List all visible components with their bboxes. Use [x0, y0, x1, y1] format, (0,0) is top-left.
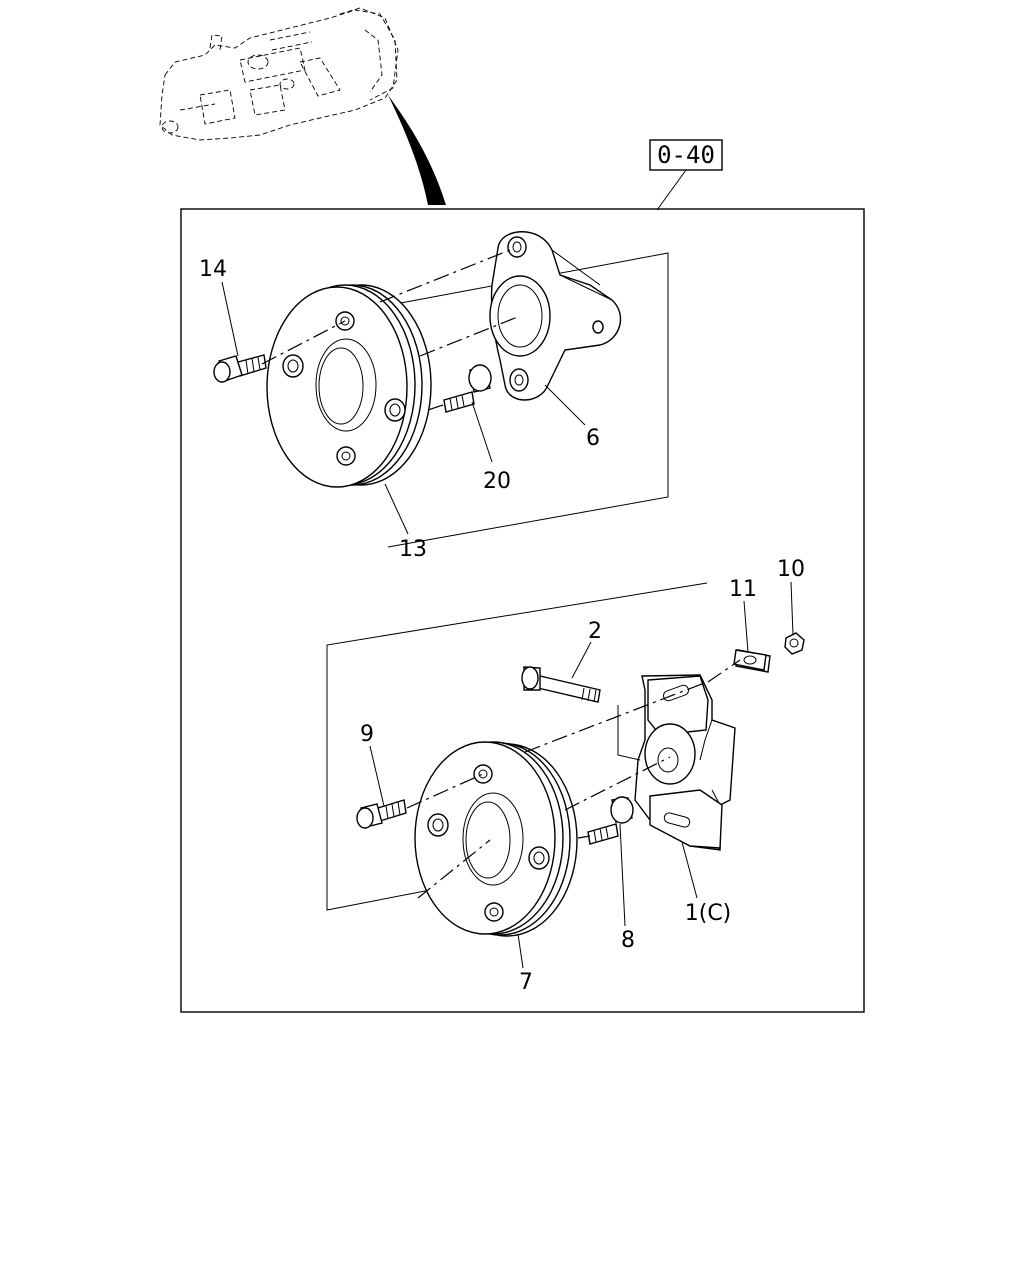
part-8-bolt: [587, 796, 634, 845]
part-1c-lever-assembly: [617, 674, 736, 851]
callout-8: 8: [621, 928, 635, 953]
part-9-bolt: [356, 799, 407, 829]
reference-box: 0-40: [649, 139, 723, 211]
callout-13: 13: [399, 537, 427, 562]
leader-lines: [221, 281, 794, 969]
callout-20: 20: [483, 469, 511, 494]
part-7-flange: [414, 741, 578, 937]
detail-arrow: [388, 95, 446, 205]
callout-2: 2: [588, 619, 602, 644]
part-13-flange: [266, 284, 432, 488]
detail-frame: [180, 208, 865, 1013]
part-11-plate: [733, 649, 771, 673]
part-2-bolt: [521, 666, 601, 703]
lower-subassembly-frame: [326, 582, 708, 911]
callout-1c: 1(C): [685, 901, 732, 926]
engine-assembly-overview: [159, 7, 399, 141]
part-14-bolt: [213, 354, 267, 383]
reference-label: 0-40: [657, 141, 715, 169]
callout-14: 14: [199, 257, 227, 282]
callout-10: 10: [777, 557, 805, 582]
callout-6: 6: [586, 426, 600, 451]
callout-11: 11: [729, 577, 757, 602]
part-20-bolt: [443, 364, 492, 413]
callout-9: 9: [360, 722, 374, 747]
part-6-bracket: [489, 231, 622, 401]
callout-7: 7: [519, 970, 533, 995]
part-10-nut: [784, 632, 805, 655]
